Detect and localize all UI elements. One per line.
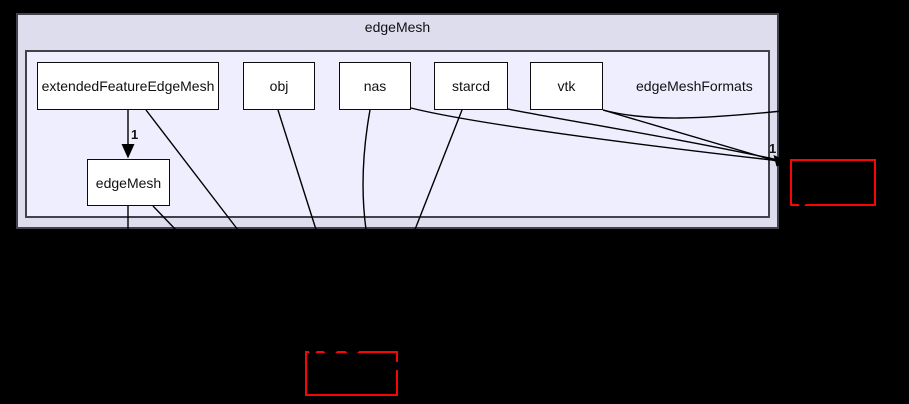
dir-node-label: edgeMesh bbox=[95, 174, 162, 191]
external-dir-box-right[interactable] bbox=[790, 159, 876, 206]
dir-node-label: vtk bbox=[557, 78, 576, 94]
edge-count-label-external[interactable]: 1 bbox=[769, 141, 777, 156]
dir-node-vtk[interactable]: vtk bbox=[530, 62, 603, 110]
dir-node-edgemesh[interactable]: edgeMesh bbox=[87, 159, 170, 206]
dir-node-extendedfeatureedgemesh[interactable]: extendedFeatureEdgeMesh bbox=[37, 62, 219, 110]
cluster-edgemeshformats-label: edgeMeshFormats bbox=[636, 78, 753, 94]
dir-node-label: extendedFeatureEdgeMesh bbox=[41, 78, 215, 94]
external-dir-box-bottom[interactable] bbox=[305, 351, 398, 396]
edge-count-label-internal[interactable]: 1 bbox=[131, 127, 139, 142]
dir-node-nas[interactable]: nas bbox=[339, 62, 411, 110]
dir-node-label: obj bbox=[269, 78, 289, 94]
dir-node-label: nas bbox=[363, 78, 387, 94]
dir-node-obj[interactable]: obj bbox=[243, 62, 315, 110]
dir-node-starcd[interactable]: starcd bbox=[434, 62, 508, 110]
dir-node-label: starcd bbox=[451, 78, 491, 94]
cluster-edgemesh-title: edgeMesh bbox=[364, 19, 431, 35]
